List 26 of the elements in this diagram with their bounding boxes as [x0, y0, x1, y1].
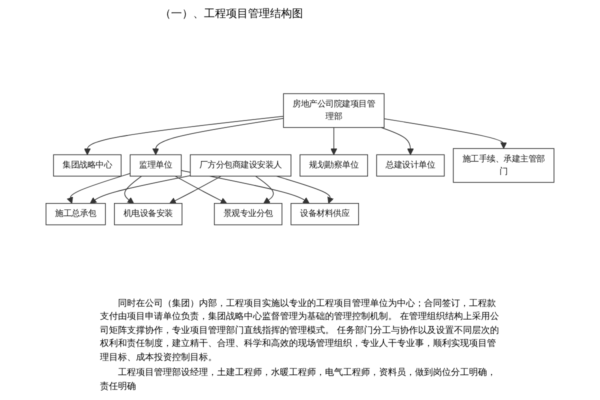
arrow [255, 176, 274, 204]
node-box: 集团战略中心 [53, 154, 122, 177]
node-box: 设备材料供应 [290, 203, 359, 226]
node-box: 厂方分包商建设安装人 [190, 154, 292, 177]
node-box: 房地产公司院建项目管理部 [283, 93, 385, 128]
arrow [90, 175, 191, 204]
arrow [169, 176, 222, 204]
node-box: 监理单位 [130, 154, 182, 177]
node-box: 景观专业分包 [214, 203, 282, 226]
node-box: 施工手续、承建主管部门 [452, 148, 554, 183]
arrow [276, 176, 334, 204]
arrow [380, 127, 414, 156]
arrow [174, 176, 228, 204]
node-box: 施工总承包 [46, 203, 106, 226]
arrow [152, 118, 284, 156]
arrow [84, 116, 284, 156]
node-box: 机电设备安装 [114, 203, 182, 226]
arrow [384, 118, 507, 149]
paragraph: 工程项目管理部设经理，土建工程师，水暖工程师，电气工程师，资料员，做到岗位分工明确，责任明确 [100, 367, 497, 394]
arrow [66, 173, 131, 204]
paragraph: 同时在公司（集团）内部，工程项目实施以专业的工程项目管理单位为中心；合同签订，工程款支付由项目申请单位负责，集团战略中心监督管理为基础的管理控制机制。 在管理组织结构上采用公司矩阵支撑协作，专业项目管理部门直线指挥的管理模式。 任务部门分工与协作以及设置不同层次的权利和责任制度，建立精干、合理、科学和高效的现场管理组织，专业人干专业事，顺利实现项目管理目标、成本投资控制目标。 [100, 298, 500, 364]
node-box: 规划勘察单位 [300, 154, 368, 177]
diagram-title: （一）、工程项目管理结构图 [160, 6, 303, 21]
arrow [124, 176, 142, 204]
arrow [330, 127, 338, 156]
node-box: 总建设计单位 [376, 154, 445, 177]
